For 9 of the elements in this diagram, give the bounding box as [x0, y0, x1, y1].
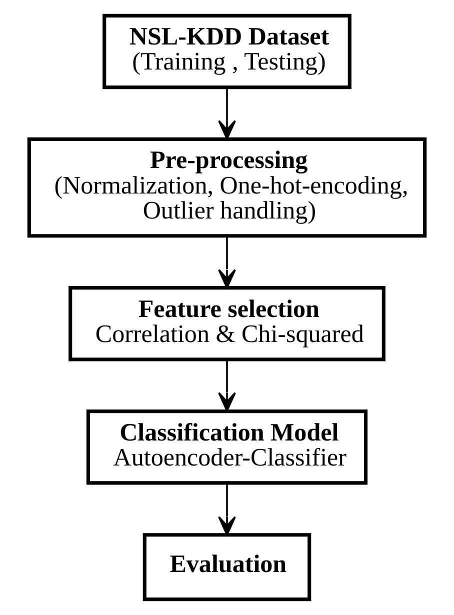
node-box: NSL-KDD Dataset (Training , Testing) — [102, 14, 352, 90]
arrow — [218, 236, 236, 289]
node-box: Evaluation — [142, 533, 312, 602]
node-box: Pre-processing (Normalization, One-hot-encoding, Outlier handling) — [27, 137, 427, 238]
arrow — [218, 359, 236, 412]
node-box: Feature selection Correlation & Chi-squared — [68, 286, 386, 362]
arrow — [218, 483, 236, 536]
arrow — [218, 87, 236, 140]
node-box: Classification Model Autoencoder-Classifier — [86, 410, 368, 485]
